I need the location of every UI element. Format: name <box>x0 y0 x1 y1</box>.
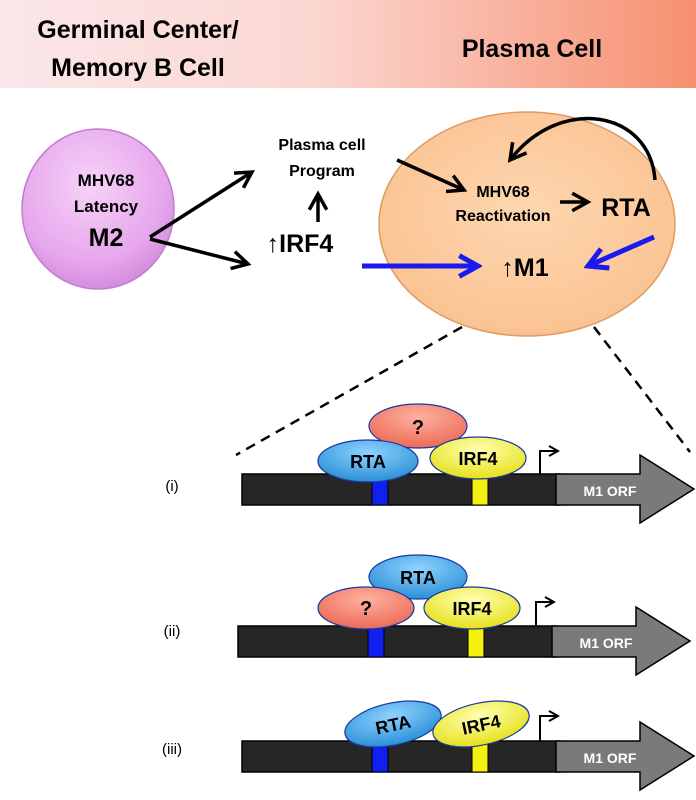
arrow-m2-to-irf4 <box>149 237 248 264</box>
irf4-protein <box>432 700 530 748</box>
rta-label: RTA <box>601 194 651 222</box>
tss-arrow <box>539 716 558 741</box>
arrow-rta-feedback <box>510 116 657 181</box>
zoom-line-right <box>593 326 691 453</box>
m1-orf-label: M1 ORF <box>584 483 637 499</box>
m1-orf-label: M1 ORF <box>584 750 637 766</box>
reactivation-line2: Reactivation <box>455 208 550 225</box>
rta-protein-label: RTA <box>400 568 436 588</box>
promoter-iii: (iii) M1 ORF RTA IRF4 <box>162 700 696 792</box>
m1-orf-arrow <box>555 720 696 792</box>
promoter-i: (i) M1 ORF ? RTA IRF4 <box>165 403 696 525</box>
header-band <box>0 0 696 88</box>
header-left-line2: Memory B Cell <box>51 54 225 82</box>
arrow-program-to-reactivation <box>396 158 464 190</box>
header-right: Plasma Cell <box>462 35 602 63</box>
promoter-label: (i) <box>165 478 178 495</box>
irf4-binding-site <box>467 625 485 658</box>
rta-protein <box>317 439 419 483</box>
rta-protein <box>344 700 442 748</box>
m1-label: ↑M1 <box>501 254 548 282</box>
irf4-protein-label: IRF4 <box>452 599 491 619</box>
header-left-line1: Germinal Center/ <box>37 16 239 44</box>
unknown-factor <box>368 403 468 449</box>
m1-orf-arrow <box>555 453 696 525</box>
m1-orf-label: M1 ORF <box>580 635 633 651</box>
irf4-label: ↑IRF4 <box>267 230 334 258</box>
reactivation-line1: MHV68 <box>476 184 529 201</box>
arrow-m2-to-program <box>149 172 252 239</box>
plasma-program-line1: Plasma cell <box>278 137 365 154</box>
zoom-line-left <box>235 325 463 457</box>
latency-line1: MHV68 <box>78 171 135 190</box>
tss-arrow <box>539 451 558 474</box>
irf4-protein <box>429 436 527 480</box>
dna-strand <box>237 625 557 658</box>
promoter-label: (ii) <box>164 623 181 640</box>
rta-protein <box>368 554 468 600</box>
rta-protein-label: RTA <box>350 452 386 472</box>
tss-arrow <box>535 602 554 626</box>
promoter-ii: (ii) M1 ORF RTA ? IRF4 <box>164 554 692 677</box>
dna-strand <box>241 473 561 506</box>
plasma-program-line2: Program <box>289 163 355 180</box>
latency-line2: Latency <box>74 197 139 216</box>
irf4-protein <box>423 586 521 630</box>
m1-orf-arrow <box>551 605 692 677</box>
unknown-factor-label: ? <box>360 598 372 620</box>
latency-cell <box>21 128 175 290</box>
promoter-label: (iii) <box>162 741 182 758</box>
latency-m2: M2 <box>89 224 124 252</box>
irf4-protein-label: IRF4 <box>458 449 497 469</box>
rta-binding-site <box>367 625 385 658</box>
arrow-rta-to-m1 <box>588 234 656 266</box>
unknown-factor <box>317 586 415 630</box>
dna-strand <box>241 740 561 773</box>
unknown-factor-label: ? <box>412 417 424 439</box>
plasma-cell <box>378 111 676 337</box>
